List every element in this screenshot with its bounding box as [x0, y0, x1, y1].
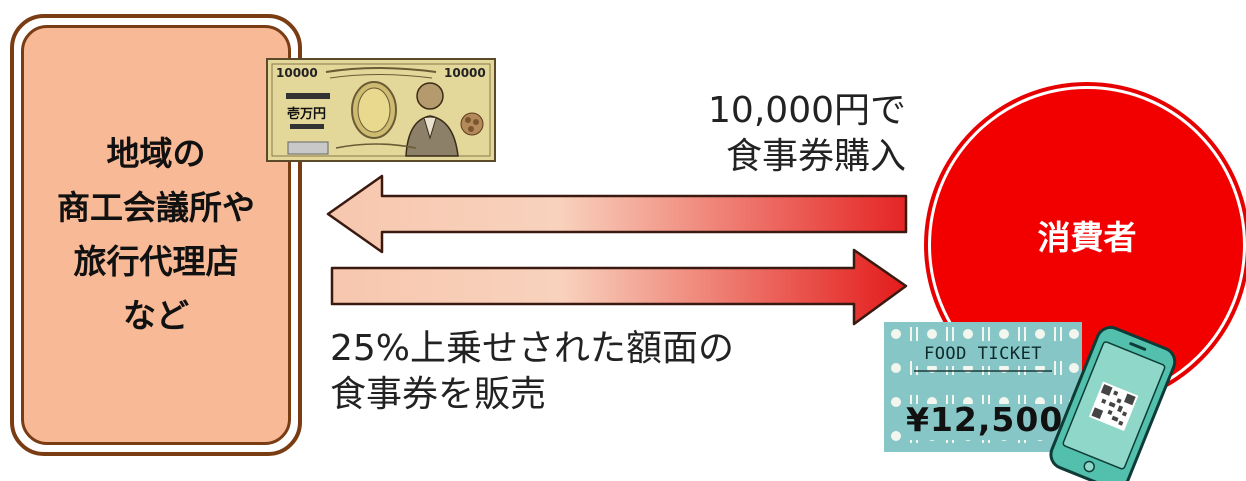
food-ticket-icon: FOOD TICKET ¥12,500 [884, 322, 1082, 452]
ticket-pattern [891, 327, 1079, 443]
transaction-arrows [326, 174, 908, 326]
organization-line-2: 商工会議所や [57, 188, 255, 227]
payment-arrow-left [326, 174, 908, 254]
organization-label: 地域の 商工会議所や 旅行代理店 など [57, 127, 255, 343]
purchase-caption-line-1: 10,000円で [708, 90, 906, 131]
organization-line-1: 地域の [106, 134, 206, 173]
smartphone-qr-icon [1049, 325, 1177, 481]
sale-caption: 25%上乗せされた額面の 食事券を販売 [330, 326, 734, 418]
banknote-denomination-right: 10000 [444, 66, 486, 80]
banknote-kanji: 壱万円 [287, 106, 326, 122]
banknote-denomination-left: 10000 [276, 66, 318, 80]
sale-caption-line-1: 25%上乗せされた額面の [330, 328, 735, 369]
ticket-amount: ¥12,500 [906, 400, 1064, 439]
organization-box-inner: 地域の 商工会議所や 旅行代理店 など [21, 25, 291, 445]
sale-caption-line-2: 食事券を販売 [330, 374, 547, 415]
consumer-label: 消費者 [1037, 218, 1137, 257]
ticket-title-background [912, 342, 1054, 366]
yen-banknote-icon: 10000 10000 壱万円 [266, 58, 496, 162]
organization-line-4: など [123, 296, 189, 335]
purchase-caption: 10,000円で 食事券購入 [708, 88, 906, 180]
ticket-title: FOOD TICKET [923, 344, 1043, 364]
organization-line-3: 旅行代理店 [73, 242, 239, 281]
ticket-amount-background [902, 404, 1082, 440]
organization-box: 地域の 商工会議所や 旅行代理店 など [10, 14, 302, 456]
ticket-arrow-right [330, 248, 908, 326]
purchase-caption-line-2: 食事券購入 [725, 136, 906, 177]
